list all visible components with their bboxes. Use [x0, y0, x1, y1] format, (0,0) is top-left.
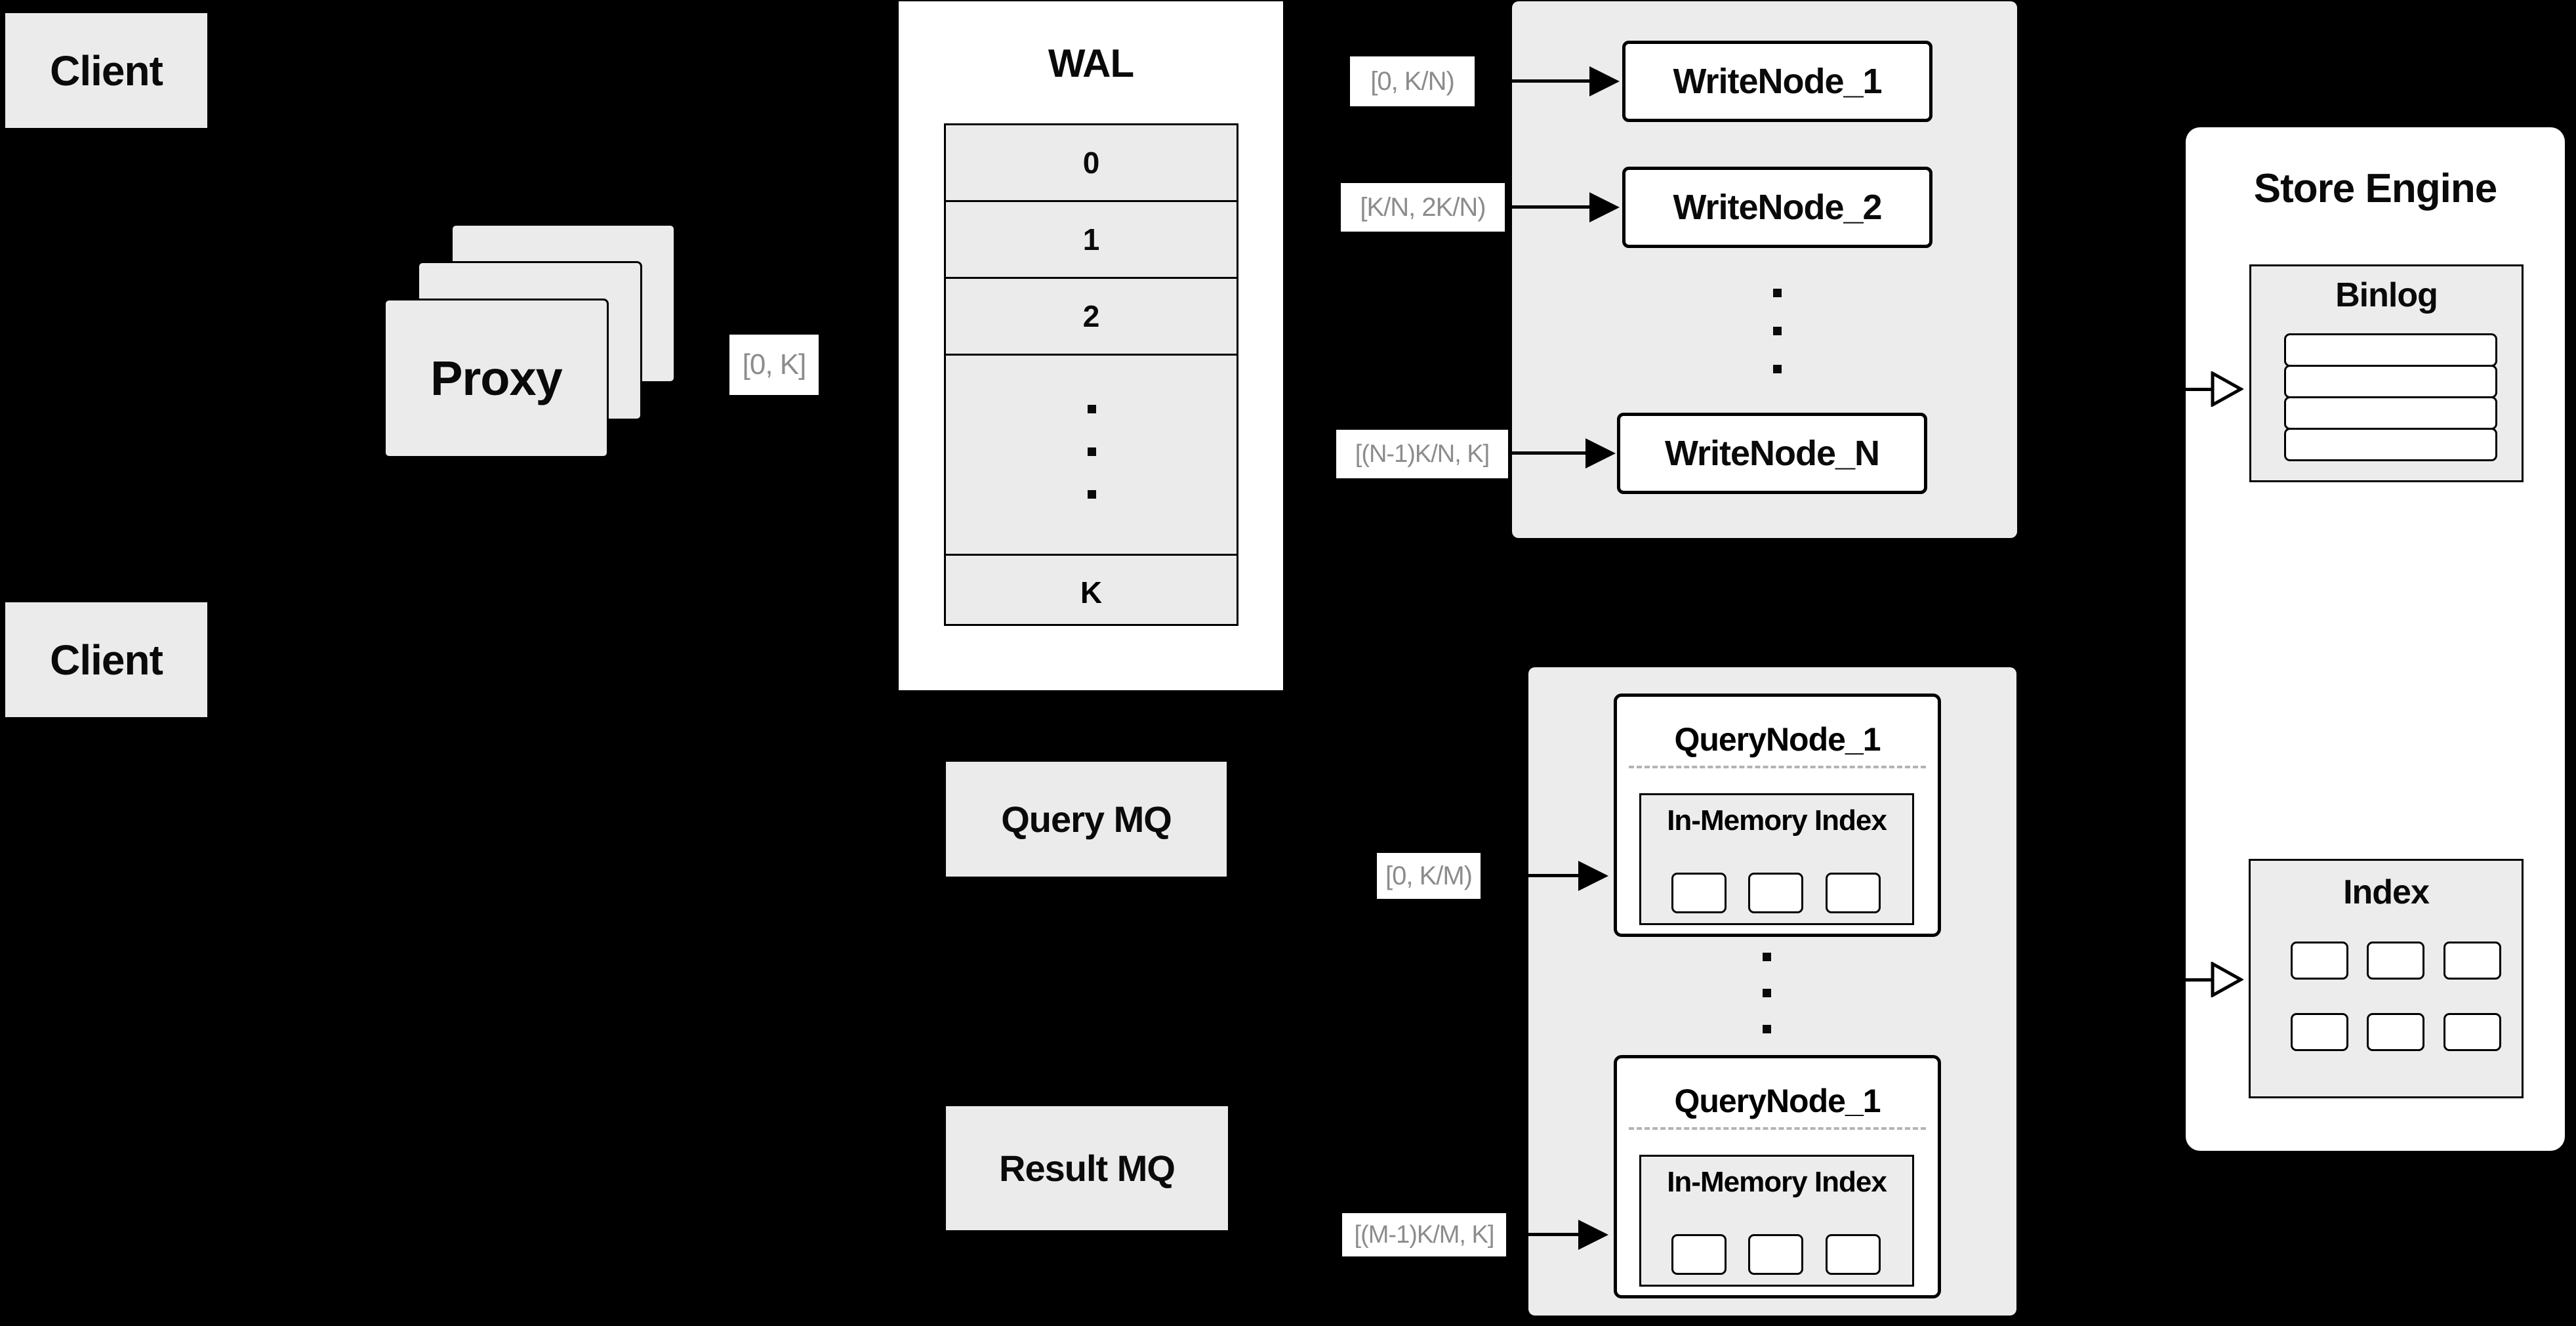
proxy-card-front: Proxy [384, 299, 609, 458]
arrow-head-icon [1585, 438, 1616, 468]
wal-box: WAL 0 1 2 K [899, 1, 1283, 690]
in-memory-index-label-1: In-Memory Index [1667, 804, 1887, 837]
binlog-row [2284, 365, 2497, 398]
store-engine-box: Store Engine Binlog Index [2186, 127, 2565, 1151]
binlog-rows [2284, 333, 2497, 461]
segment-cell [1826, 1234, 1881, 1275]
arrow-head-icon [1589, 192, 1620, 222]
binlog-title: Binlog [2335, 276, 2438, 314]
write-node-1-box: WriteNode_1 [1622, 41, 1932, 122]
binlog-row [2284, 396, 2497, 430]
wal-ellipsis-zone [946, 356, 1237, 556]
client-top-label: Client [50, 47, 163, 94]
dashed-divider [1629, 766, 1926, 768]
hollow-arrow-head-icon [2211, 371, 2243, 407]
proxy-label: Proxy [430, 351, 563, 405]
write-range-n-label: [(N-1)K/N, K] [1336, 430, 1508, 478]
arrow-line-icon [2186, 978, 2216, 982]
client-top-box: Client [5, 13, 207, 128]
ellipsis-dot [1773, 365, 1782, 373]
binlog-row [2284, 333, 2497, 367]
query-mq-label: Query MQ [1001, 798, 1172, 840]
in-memory-index-box-1: In-Memory Index [1639, 793, 1914, 925]
arrow-line-icon [1505, 205, 1592, 209]
query-mq-box: Query MQ [946, 762, 1227, 877]
wal-row-0: 0 [946, 125, 1237, 202]
ellipsis-dot [1088, 405, 1096, 413]
arrow-head-icon [1589, 66, 1620, 96]
client-bottom-box: Client [5, 602, 207, 717]
segment-cell [1671, 1234, 1727, 1275]
ellipsis-dot [1088, 490, 1096, 499]
store-engine-title: Store Engine [2253, 166, 2497, 211]
query-node-group: QueryNode_1 In-Memory Index QueryNode_1 … [1528, 667, 2016, 1316]
arrow-line-icon [1507, 1233, 1581, 1236]
query-range-2-label: [(M-1)K/M, K] [1342, 1213, 1506, 1256]
wal-row-2: 2 [946, 279, 1237, 356]
query-range-1-label: [0, K/M) [1377, 853, 1481, 899]
index-box: Index [2249, 859, 2524, 1098]
segment-cell [1748, 1234, 1803, 1275]
index-cell [2443, 942, 2501, 980]
write-node-n-box: WriteNode_N [1617, 413, 1927, 494]
index-cell [2443, 1013, 2501, 1051]
in-memory-index-box-2: In-Memory Index [1639, 1155, 1914, 1287]
arrow-line-icon [1481, 874, 1581, 877]
wal-row-k: K [1080, 575, 1103, 610]
result-mq-box: Result MQ [946, 1106, 1228, 1230]
write-node-n-label: WriteNode_N [1664, 434, 1880, 473]
index-cell [2367, 942, 2424, 980]
proxy-range-label: [0, K] [729, 335, 819, 395]
arrow-line-icon [1508, 451, 1588, 455]
index-cell [2291, 1013, 2348, 1051]
write-node-2-box: WriteNode_2 [1622, 167, 1932, 248]
ellipsis-dot [1763, 1025, 1771, 1033]
in-memory-index-label-2: In-Memory Index [1667, 1166, 1887, 1198]
query-node-2-box: QueryNode_1 In-Memory Index [1614, 1055, 1941, 1298]
dashed-divider [1629, 1127, 1926, 1130]
segment-cell [1671, 873, 1727, 913]
write-range-1-label: [0, K/N) [1350, 56, 1475, 106]
index-cell [2291, 942, 2348, 980]
segment-cell [1826, 873, 1881, 913]
ellipsis-dot [1763, 953, 1771, 961]
write-node-2-label: WriteNode_2 [1673, 188, 1882, 227]
write-node-1-label: WriteNode_1 [1673, 62, 1882, 101]
wal-title: WAL [1048, 41, 1134, 85]
index-title: Index [2343, 873, 2430, 911]
arrow-head-icon [1578, 861, 1608, 891]
wal-row-1: 1 [946, 202, 1237, 279]
binlog-row [2284, 428, 2497, 461]
arrow-line-icon [2186, 388, 2216, 391]
write-range-2-label: [K/N, 2K/N) [1341, 183, 1505, 232]
client-bottom-label: Client [50, 636, 163, 684]
query-node-1-box: QueryNode_1 In-Memory Index [1614, 694, 1941, 937]
arrow-line-icon [1475, 79, 1592, 83]
ellipsis-dot [1763, 989, 1771, 997]
result-mq-label: Result MQ [999, 1148, 1176, 1189]
wal-table: 0 1 2 K [944, 123, 1238, 626]
ellipsis-dot [1773, 327, 1782, 335]
ellipsis-dot [1088, 447, 1096, 456]
query-node-1-label: QueryNode_1 [1674, 721, 1881, 758]
segment-cell [1748, 873, 1803, 913]
hollow-arrow-head-icon [2211, 962, 2243, 997]
binlog-box: Binlog [2249, 264, 2524, 482]
ellipsis-dot [1773, 289, 1782, 297]
index-cell [2367, 1013, 2424, 1051]
arrow-head-icon [1578, 1220, 1608, 1250]
query-node-2-label: QueryNode_1 [1674, 1083, 1881, 1119]
